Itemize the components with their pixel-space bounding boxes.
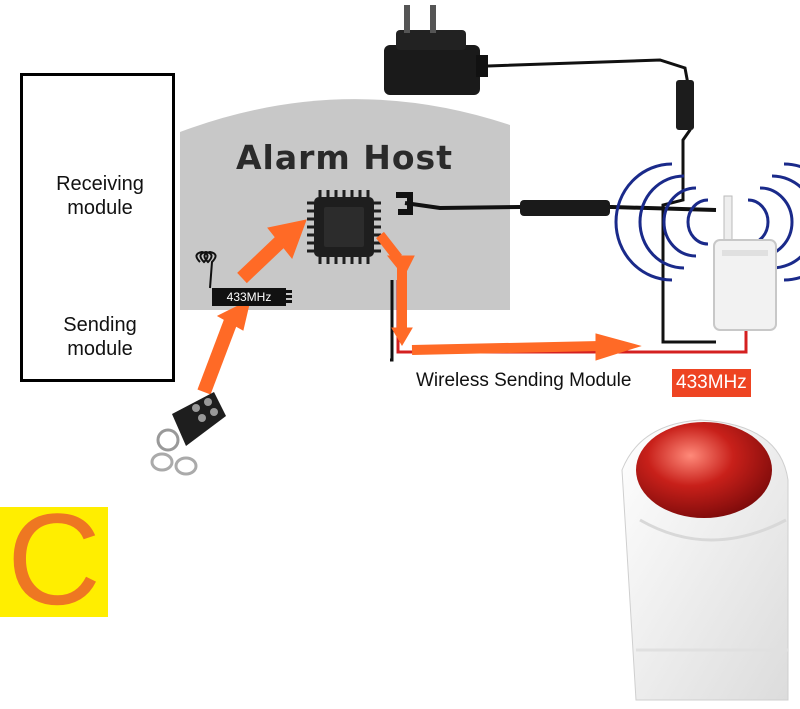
power-cable	[487, 58, 716, 344]
module-legend: Receiving module Sending module	[20, 73, 175, 382]
siren-icon	[621, 419, 789, 701]
transmitter-module-icon	[713, 195, 777, 331]
chip-icon	[307, 190, 381, 264]
frequency-badge: 433MHz	[672, 369, 751, 397]
alarm-host-title: Alarm Host	[236, 138, 453, 177]
receiving-module-label: Receiving module	[56, 173, 144, 219]
black-wire	[390, 280, 394, 362]
variant-badge	[0, 507, 108, 617]
host-module-frequency: 433MHz	[212, 288, 286, 306]
remote-key-fob-icon	[150, 392, 226, 476]
wireless-sending-module-label: Wireless Sending Module	[416, 370, 632, 391]
power-plug	[676, 80, 694, 130]
signal-arrows	[197, 219, 642, 395]
power-adapter-icon	[384, 5, 488, 95]
variant-letter: C	[7, 486, 101, 632]
host-receiver-module	[195, 250, 292, 303]
sending-module-label: Sending module	[63, 314, 137, 360]
